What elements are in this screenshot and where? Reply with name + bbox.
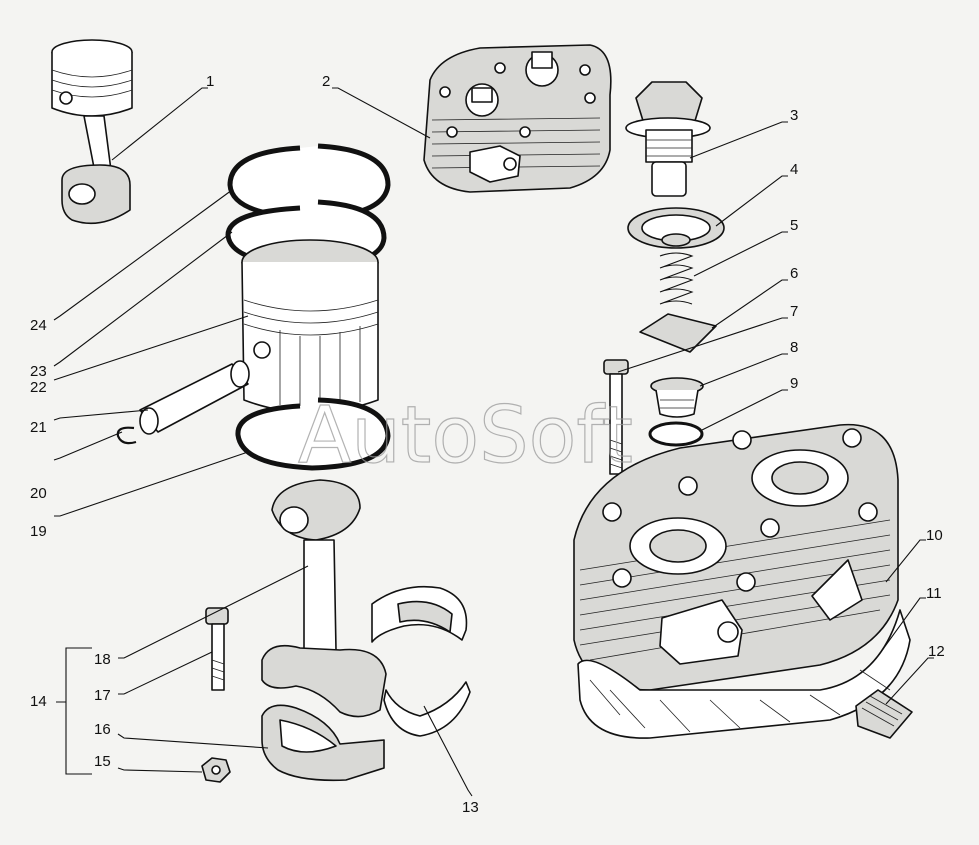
callout-17: 17	[94, 687, 111, 704]
part-plug-fitting	[625, 81, 711, 197]
callout-18: 18	[94, 651, 111, 668]
watermark-text: AutoSoft	[298, 391, 633, 481]
group-14-bracket	[56, 647, 92, 775]
part-nut	[201, 757, 231, 783]
part-cylinder-head-large	[573, 423, 899, 691]
part-connecting-rod	[261, 479, 387, 718]
part-piston	[241, 239, 379, 414]
callout-9: 9	[790, 375, 798, 392]
callout-21: 21	[30, 419, 47, 436]
callout-7: 7	[790, 303, 798, 320]
callout-12: 12	[928, 643, 945, 660]
part-valve-seat	[627, 207, 725, 249]
callout-13: 13	[462, 799, 479, 816]
callout-3: 3	[790, 107, 798, 124]
part-cylinder-head-small	[423, 44, 612, 193]
callout-1: 1	[206, 73, 214, 90]
callout-15: 15	[94, 753, 111, 770]
callout-4: 4	[790, 161, 798, 178]
callout-19: 19	[30, 523, 47, 540]
part-o-ring	[648, 421, 704, 447]
part-piston-pin	[139, 360, 250, 435]
callout-2: 2	[322, 73, 330, 90]
part-long-bolt	[603, 359, 629, 475]
part-bearing-shells	[371, 585, 471, 737]
callout-8: 8	[790, 339, 798, 356]
callout-10: 10	[926, 527, 943, 544]
part-piston-assembly	[51, 39, 133, 225]
callout-24: 24	[30, 317, 47, 334]
callout-22: 22	[30, 379, 47, 396]
callout-11: 11	[926, 585, 942, 602]
part-piston-ring-lower	[235, 397, 391, 471]
part-rod-bolt	[205, 607, 229, 691]
part-threaded-plug	[855, 689, 913, 739]
part-spring	[659, 252, 694, 305]
callout-6: 6	[790, 265, 798, 282]
callout-23: 23	[30, 363, 47, 380]
leader-lines	[53, 87, 934, 797]
callout-20: 20	[30, 485, 47, 502]
callout-numbers: 1 2 3 4 5 6 7 8 9 10 11 12 13 14 15 16 1…	[30, 73, 945, 816]
callout-16: 16	[94, 721, 111, 738]
callout-5: 5	[790, 217, 798, 234]
callout-14: 14	[30, 693, 47, 710]
part-valve-insert	[650, 377, 704, 418]
part-rod-cap	[261, 704, 385, 782]
part-circlip	[116, 426, 137, 445]
part-gasket	[577, 609, 911, 739]
part-valve-plate	[639, 313, 717, 353]
